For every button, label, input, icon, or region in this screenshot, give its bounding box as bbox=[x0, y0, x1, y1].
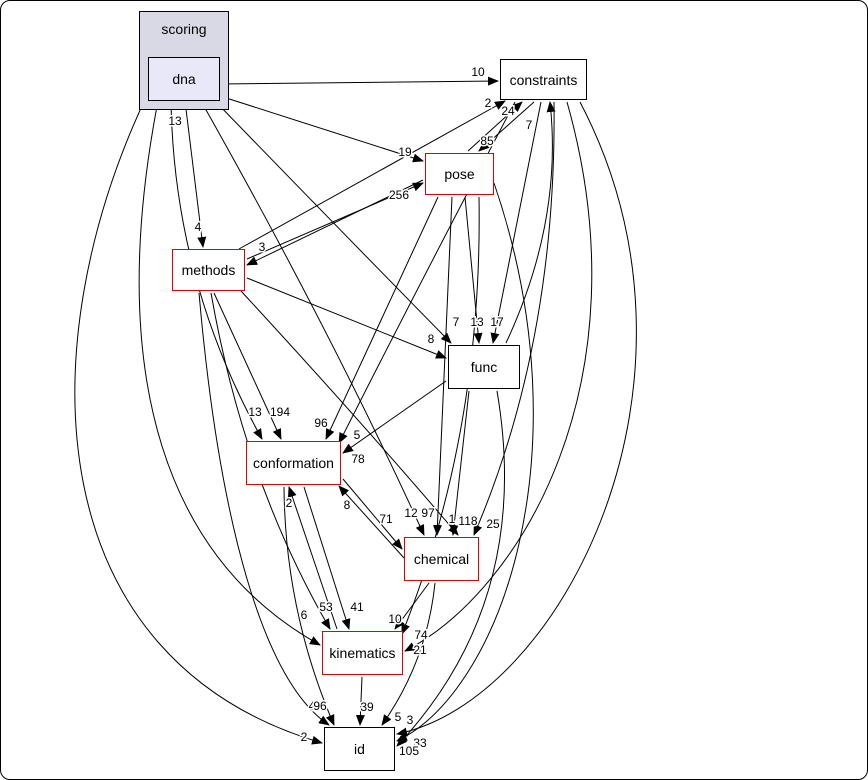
edge-constraints-chemical bbox=[473, 101, 555, 536]
node-label: pose bbox=[444, 166, 475, 182]
node-label: kinematics bbox=[329, 645, 396, 661]
edge-label-dna-conformation: 13 bbox=[248, 405, 262, 419]
node-label: methods bbox=[181, 262, 236, 278]
edge-label-methods-constraints: 2 bbox=[485, 96, 492, 110]
edge-conformation-chemical bbox=[342, 478, 403, 550]
edge-label-func-constraints: 7 bbox=[526, 118, 533, 132]
edge-label-chemical-id: 5 bbox=[395, 710, 402, 724]
node-label: constraints bbox=[509, 71, 578, 88]
edge-pose-constraints bbox=[467, 101, 523, 152]
node-id[interactable]: id bbox=[324, 727, 395, 771]
edge-func-conformation bbox=[342, 380, 447, 454]
edge-label-dna-chemical: 12 bbox=[404, 506, 418, 520]
edge-label-pose-chemical: 97 bbox=[421, 506, 435, 520]
edge-label-pose-constraints: 24 bbox=[501, 104, 515, 118]
edge-label-dna-pose: 19 bbox=[398, 145, 412, 159]
edge-chemical-kinematics bbox=[394, 582, 430, 630]
edge-label-chemical-conformation: 8 bbox=[344, 498, 351, 512]
node-kinematics[interactable]: kinematics bbox=[322, 631, 403, 675]
edge-label-dna-func: 7 bbox=[453, 315, 460, 329]
node-label: dna bbox=[172, 71, 196, 87]
edge-methods-id bbox=[198, 292, 330, 726]
edge-label-constraints-chemical: 25 bbox=[486, 517, 500, 531]
edge-dna-chemical bbox=[200, 100, 425, 536]
edge-conformation-kinematics bbox=[303, 486, 351, 630]
node-chemical[interactable]: chemical bbox=[404, 537, 479, 581]
edge-label-pose-conformation: 96 bbox=[314, 416, 328, 430]
node-label: id bbox=[354, 741, 365, 757]
edge-label-methods-id: 4 bbox=[309, 699, 316, 713]
edge-methods-conformation bbox=[213, 292, 282, 440]
edge-label-pose-func: 13 bbox=[470, 315, 484, 329]
edge-label-methods-chemical: 118 bbox=[458, 514, 477, 528]
edge-pose-func bbox=[464, 196, 483, 344]
edge-constraints-kinematics bbox=[404, 101, 593, 652]
node-dna[interactable]: dna bbox=[148, 57, 220, 101]
edge-label-methods-pose: 256 bbox=[389, 188, 409, 202]
edge-kinematics-conformation bbox=[287, 486, 338, 630]
edge-chemical-conformation bbox=[338, 485, 405, 559]
node-pose[interactable]: pose bbox=[425, 153, 494, 195]
edge-label-constraints-pose: 85 bbox=[480, 134, 494, 148]
edge-methods-pose bbox=[246, 182, 424, 260]
edge-pose-conformation bbox=[325, 196, 439, 440]
edge-constraints-conformation bbox=[338, 101, 516, 444]
edge-label-constraints-kinematics: 21 bbox=[413, 643, 427, 657]
edge-chemical-id bbox=[381, 582, 436, 726]
edge-label-methods-conformation: 194 bbox=[270, 405, 290, 419]
edge-label-floating: 13 bbox=[168, 114, 182, 128]
edge-func-constraints bbox=[505, 101, 556, 344]
edge-label-dna-methods: 4 bbox=[195, 220, 202, 234]
edge-label-chemical-kinematics: 10 bbox=[388, 612, 402, 626]
node-label: func bbox=[470, 359, 498, 375]
edge-label-dna-kinematics: 6 bbox=[301, 608, 308, 622]
edge-label-methods-kinematics: 53 bbox=[319, 600, 333, 614]
edge-func-id bbox=[396, 390, 506, 747]
node-constraints[interactable]: constraints bbox=[500, 59, 587, 100]
node-func[interactable]: func bbox=[448, 345, 520, 389]
edge-label-func-chemical: 1 bbox=[449, 512, 456, 526]
edge-label-pose-methods: 3 bbox=[259, 240, 266, 254]
edge-dna-pose bbox=[219, 95, 424, 163]
edge-dna-func bbox=[214, 100, 452, 344]
edge-constraints-pose bbox=[478, 101, 535, 152]
edge-constraints-id bbox=[396, 101, 637, 737]
edge-methods-chemical bbox=[240, 290, 459, 536]
cluster-label: scoring bbox=[161, 21, 207, 37]
edge-dna-methods bbox=[184, 100, 207, 248]
edge-label-func-conformation: 78 bbox=[351, 452, 365, 466]
edge-dna-kinematics bbox=[138, 100, 321, 646]
edge-methods-func bbox=[246, 277, 447, 359]
edge-label-kinematics-conformation: 2 bbox=[286, 496, 293, 510]
edge-label-conformation-chemical: 71 bbox=[379, 512, 393, 526]
edge-label-dna-id: 2 bbox=[301, 730, 308, 744]
edge-label-methods-func: 8 bbox=[428, 332, 435, 346]
edge-pose-id bbox=[396, 182, 534, 742]
edge-label-constraints-id: 3 bbox=[407, 713, 414, 727]
node-label: chemical bbox=[413, 551, 470, 567]
edge-pose-chemical bbox=[432, 196, 453, 536]
edge-label-dna-constraints: 10 bbox=[471, 65, 485, 79]
edge-constraints-func bbox=[490, 101, 542, 344]
edge-label-kinematics-id: 39 bbox=[360, 700, 374, 714]
edge-conformation-id bbox=[283, 486, 335, 726]
node-conformation[interactable]: conformation bbox=[246, 441, 341, 485]
node-methods[interactable]: methods bbox=[172, 249, 245, 291]
edge-kinematics-id bbox=[355, 676, 365, 726]
edge-methods-constraints bbox=[238, 100, 506, 250]
edge-label-constraints-func: 17 bbox=[490, 315, 504, 329]
edge-label-conformation-kinematics: 41 bbox=[350, 600, 364, 614]
edge-label-pose-kinematics: 74 bbox=[414, 628, 428, 642]
edge-dna-id bbox=[74, 92, 323, 745]
edge-label-pose-id: 33 bbox=[413, 736, 427, 750]
node-label: conformation bbox=[253, 455, 334, 471]
edge-label-func-id: 105 bbox=[399, 744, 419, 758]
edge-label-constraints-conformation: 5 bbox=[354, 428, 361, 442]
edge-label-conformation-id: 96 bbox=[313, 699, 327, 713]
edge-pose-methods bbox=[246, 179, 424, 266]
edge-func-chemical bbox=[449, 390, 470, 536]
edge-dna-constraints bbox=[219, 76, 499, 86]
